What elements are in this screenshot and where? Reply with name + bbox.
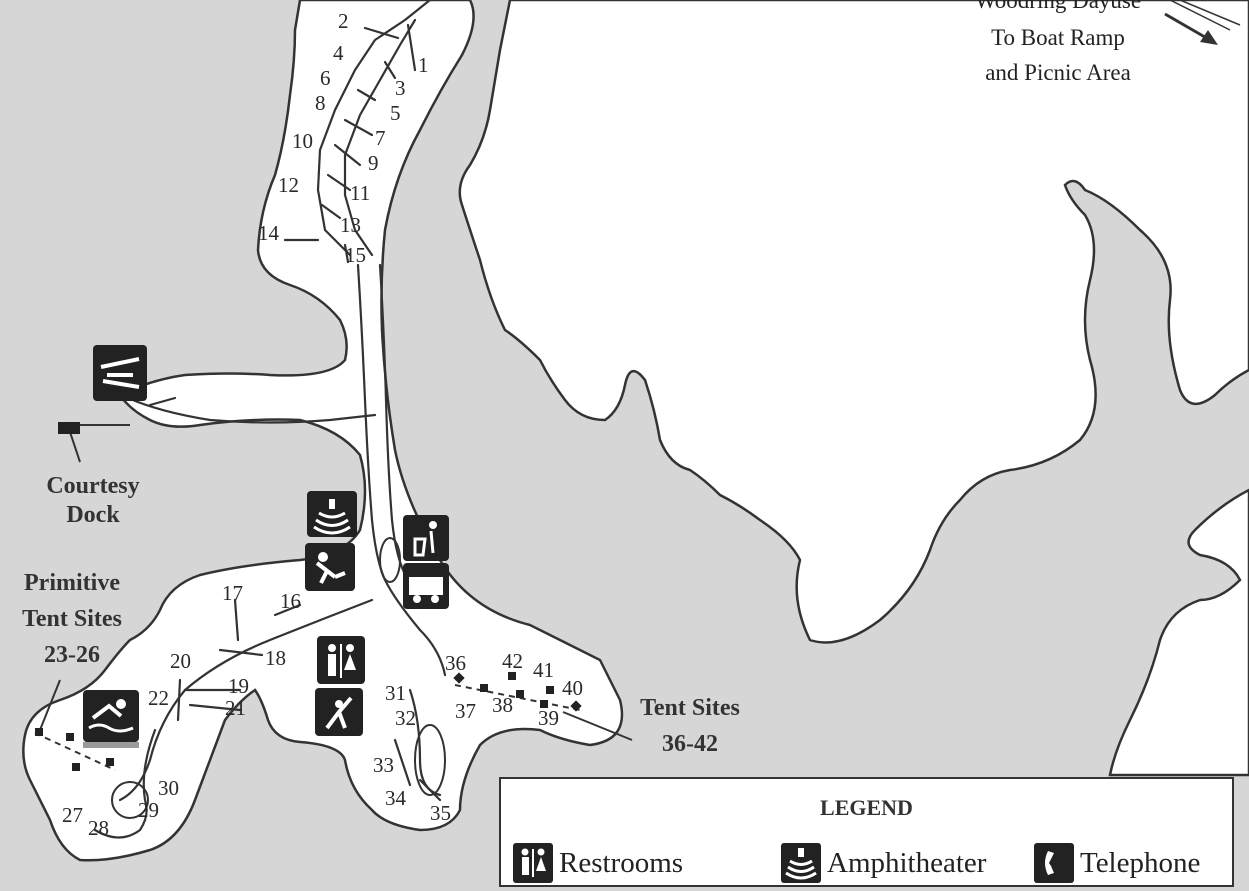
site-label: 41 (533, 658, 554, 682)
rv-camping-icon (403, 563, 449, 609)
legend-label: Restrooms (559, 846, 684, 879)
southeast-shore-land (1108, 488, 1249, 777)
site-label: 10 (292, 129, 313, 153)
site-label: 14 (258, 221, 280, 245)
site-label: 1 (418, 53, 429, 77)
playground-icon (305, 543, 355, 591)
legend-label: Telephone (1080, 846, 1201, 879)
legend-item-restrooms: Restrooms (513, 843, 683, 883)
amphitheater-icon (307, 491, 357, 537)
site-label: 20 (170, 649, 191, 673)
east-shore-land (458, 0, 1249, 644)
fishing-icon (315, 688, 363, 736)
restrooms-icon (317, 636, 365, 684)
site-number-labels: 1 2 3 4 5 6 7 8 9 10 11 12 13 14 15 16 1… (62, 9, 583, 840)
site-label: 40 (562, 676, 583, 700)
direction-note: Woodring Dayuse To Boat Ramp and Picnic … (975, 0, 1241, 85)
site-label: 21 (225, 696, 246, 720)
site-label: 6 (320, 66, 331, 90)
site-label: 22 (148, 686, 169, 710)
svg-text:23-26: 23-26 (44, 642, 100, 668)
site-label: 37 (455, 699, 476, 723)
site-label: 27 (62, 803, 83, 827)
site-label: 28 (88, 816, 109, 840)
boat-ramp-icon (93, 345, 147, 401)
site-label: 9 (368, 151, 379, 175)
legend-title: LEGEND (820, 795, 913, 820)
site-label: 13 (340, 213, 361, 237)
site-label: 11 (350, 181, 370, 205)
site-label: 39 (538, 706, 559, 730)
swimming-icon (83, 690, 139, 748)
tent-site-markers (35, 422, 582, 771)
svg-text:Tent Sites: Tent Sites (22, 606, 122, 632)
site-label: 34 (385, 786, 407, 810)
courtesy-dock-label: Courtesy Dock (46, 473, 139, 528)
site-label: 18 (265, 646, 286, 670)
svg-text:Tent Sites: Tent Sites (640, 695, 740, 721)
direction-line: To Boat Ramp (991, 25, 1125, 50)
site-label: 8 (315, 91, 326, 115)
tent-sites-label: Tent Sites 36-42 (640, 695, 740, 757)
telephone-icon (1034, 843, 1074, 883)
legend-item-amphitheater: Amphitheater (781, 843, 986, 883)
site-label: 5 (390, 101, 401, 125)
campground-peninsula (22, 0, 624, 862)
site-label: 3 (395, 76, 406, 100)
svg-text:Courtesy: Courtesy (46, 473, 139, 499)
site-label: 16 (280, 589, 301, 613)
site-label: 4 (333, 41, 344, 65)
site-label: 2 (338, 9, 349, 33)
amphitheater-icon (781, 843, 821, 883)
site-label: 12 (278, 173, 299, 197)
dump-station-icon (403, 515, 449, 561)
site-label: 33 (373, 753, 394, 777)
site-label: 30 (158, 776, 179, 800)
site-label: 42 (502, 649, 523, 673)
svg-text:36-42: 36-42 (662, 731, 718, 757)
site-label: 32 (395, 706, 416, 730)
site-label: 19 (228, 674, 249, 698)
primitive-tent-sites-label: Primitive Tent Sites 23-26 (22, 570, 122, 668)
road-network (34, 0, 633, 839)
site-label: 36 (445, 651, 466, 675)
site-label: 15 (345, 243, 366, 267)
legend-item-telephone: Telephone (1034, 843, 1200, 883)
svg-text:Primitive: Primitive (24, 570, 120, 596)
site-label: 29 (138, 798, 159, 822)
site-label: 7 (375, 126, 386, 150)
site-label: 38 (492, 693, 513, 717)
site-label: 31 (385, 681, 406, 705)
restrooms-icon (513, 843, 553, 883)
direction-line: and Picnic Area (985, 60, 1131, 85)
direction-line: Woodring Dayuse (975, 0, 1141, 13)
site-label: 35 (430, 801, 451, 825)
legend-label: Amphitheater (827, 846, 987, 879)
site-label: 17 (222, 581, 243, 605)
map-legend: LEGEND Restrooms Amphitheater Telephone (499, 777, 1234, 887)
svg-text:Dock: Dock (66, 502, 120, 528)
direction-arrow-icon (1164, 12, 1211, 42)
